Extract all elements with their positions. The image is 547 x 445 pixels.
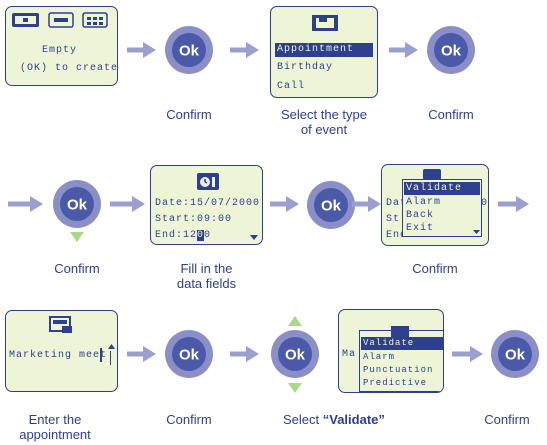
- nav-up-icon: [288, 316, 302, 326]
- nav-down-icon: [70, 232, 84, 242]
- caption-select-validate: Select “Validate”: [283, 412, 433, 427]
- ok-label: Ok: [179, 347, 200, 364]
- ok-label: Ok: [67, 197, 88, 214]
- bg-text: Ma: [342, 349, 357, 360]
- flow-arrow: [498, 196, 529, 212]
- caption-confirm: Confirm: [412, 261, 458, 276]
- month-view-icon: [82, 12, 108, 28]
- option-exit[interactable]: Exit: [406, 223, 435, 234]
- screen-data-fields: Date:15/07/2000 Start:09:00 End:1200: [150, 165, 263, 245]
- caption-confirm: Confirm: [428, 107, 474, 122]
- screen-validate-menu-2: Ma Validate Alarm Punctuation Predictive: [338, 309, 444, 393]
- scroll-down-icon: [473, 230, 480, 234]
- caption-fill-fields: Fill in the data fields: [150, 261, 263, 291]
- caption-enter-appointment: Enter the appointment: [0, 412, 110, 442]
- option-back[interactable]: Back: [406, 210, 435, 221]
- caption-confirm: Confirm: [166, 412, 212, 427]
- end-suffix: 0: [204, 230, 212, 241]
- flow-arrow: [389, 42, 418, 58]
- end-field[interactable]: End:1200: [155, 230, 211, 241]
- ok-key-3[interactable]: Ok: [52, 179, 102, 229]
- caption-enter-line1: Enter the: [28, 412, 82, 427]
- scroll-down-icon: [250, 235, 258, 240]
- menu-item-call[interactable]: Call: [277, 81, 306, 92]
- toolbar-icons: [12, 12, 108, 28]
- caption-validate-word: “Validate”: [322, 412, 385, 427]
- bg-start-text: St: [386, 214, 401, 225]
- text-cursor: [100, 348, 102, 362]
- bg-date-text: Dat: [386, 198, 408, 209]
- ok-key-4[interactable]: Ok: [306, 180, 356, 230]
- caption-fill-line1: Fill in the: [180, 261, 233, 276]
- clock-calendar-icon: [423, 169, 441, 180]
- flow-arrow: [127, 346, 156, 362]
- caption-enter-line2: appointment: [19, 427, 91, 442]
- flow-arrow: [230, 42, 259, 58]
- caption-select-prefix: Select: [283, 412, 323, 427]
- option-validate[interactable]: Validate: [404, 182, 480, 195]
- screen-enter-text: Marketing meet: [5, 310, 118, 392]
- option-validate[interactable]: Validate: [361, 337, 443, 350]
- ok-label: Ok: [285, 347, 306, 364]
- week-view-icon: [48, 12, 74, 28]
- nav-down-icon: [288, 383, 302, 393]
- ok-label: Ok: [505, 347, 526, 364]
- caption-confirm: Confirm: [54, 261, 100, 276]
- text-cursor: 0: [197, 230, 205, 241]
- flow-arrow: [230, 346, 259, 362]
- start-field[interactable]: Start:09:00: [155, 214, 233, 225]
- option-alarm[interactable]: Alarm: [406, 197, 442, 208]
- flow-arrow: [270, 196, 299, 212]
- ok-key-6[interactable]: Ok: [270, 329, 320, 379]
- ok-create-label: (OK) to create: [20, 63, 118, 74]
- caption-fill-line2: data fields: [176, 276, 237, 291]
- ok-key-2[interactable]: Ok: [426, 25, 476, 75]
- scrollbar[interactable]: [110, 351, 111, 365]
- ok-key-7[interactable]: Ok: [490, 329, 540, 379]
- bg-date-tail: 0: [481, 198, 489, 209]
- caption-select-type-line1: Select the type: [281, 107, 367, 122]
- options-menu: Validate Alarm Punctuation Predictive: [359, 326, 443, 392]
- option-punctuation[interactable]: Punctuation: [363, 365, 434, 375]
- ok-key-5[interactable]: Ok: [164, 329, 214, 379]
- ok-key-1[interactable]: Ok: [164, 25, 214, 75]
- menu-item-appointment[interactable]: Appointment: [275, 43, 373, 57]
- caption-confirm: Confirm: [484, 412, 530, 427]
- date-field[interactable]: Date:15/07/2000: [155, 198, 261, 209]
- flow-arrow: [352, 196, 381, 212]
- edit-text-icon: [391, 326, 409, 338]
- flow-arrow: [452, 346, 483, 362]
- option-predictive[interactable]: Predictive: [363, 378, 428, 388]
- options-menu: Validate Alarm Back Exit: [402, 179, 482, 237]
- screen-event-type: Appointment Birthday Call: [270, 6, 378, 98]
- folder-icon: [312, 15, 338, 31]
- option-alarm[interactable]: Alarm: [363, 352, 396, 362]
- flow-arrow: [110, 196, 145, 212]
- flow-arrow: [127, 42, 156, 58]
- caption-select-type: Select the type of event: [262, 107, 386, 137]
- edit-text-icon: [49, 316, 72, 333]
- screen-empty: Empty (OK) to create: [5, 6, 118, 86]
- flow-arrow: [8, 196, 43, 212]
- menu-item-birthday[interactable]: Birthday: [277, 62, 334, 73]
- empty-label: Empty: [42, 45, 78, 56]
- caption-confirm: Confirm: [166, 107, 212, 122]
- caption-select-type-line2: of event: [300, 122, 348, 137]
- ok-label: Ok: [179, 43, 200, 60]
- clock-calendar-icon: [197, 173, 219, 190]
- ok-label: Ok: [321, 198, 342, 215]
- end-prefix: End:12: [155, 230, 198, 241]
- ok-label: Ok: [441, 43, 462, 60]
- appointment-text-input[interactable]: Marketing meet: [9, 350, 108, 361]
- screen-validate-menu-1: Dat 0 St End:12 Validate Alarm Back Exit: [381, 164, 489, 246]
- scroll-up-icon: [108, 344, 115, 349]
